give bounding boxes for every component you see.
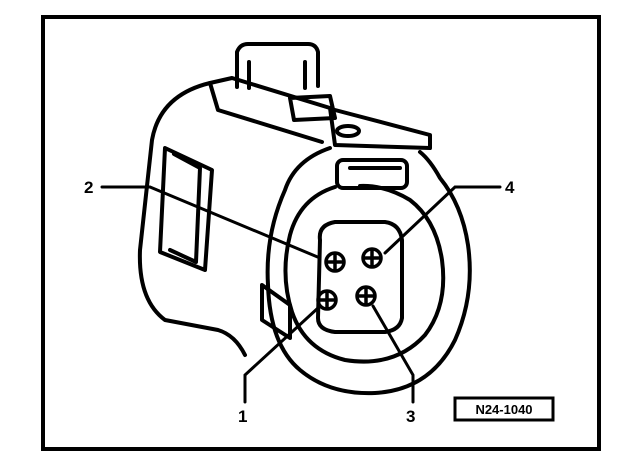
callout-4: 4 (505, 178, 515, 197)
pin-2 (324, 251, 346, 273)
front-face (265, 146, 472, 396)
callout-2: 2 (84, 178, 93, 197)
pin-3 (355, 285, 377, 307)
leader-1 (243, 306, 320, 404)
callout-1: 1 (238, 407, 247, 426)
body-outline (137, 81, 247, 357)
pin-4 (361, 247, 383, 269)
callout-3: 3 (406, 407, 415, 426)
leader-lines (100, 185, 502, 404)
top-slot (288, 94, 337, 122)
leader-2 (100, 185, 322, 260)
reference-code-box (453, 396, 555, 422)
pin-1 (316, 289, 338, 311)
latch-tab (235, 42, 320, 89)
leader-3 (371, 304, 415, 404)
figure-frame (41, 15, 601, 451)
top-ridge (208, 76, 432, 150)
front-inner-ring (283, 183, 446, 364)
front-top-opening (335, 158, 409, 190)
pins (316, 247, 383, 311)
pin-cavity (316, 220, 404, 334)
reference-code: N24-1040 (475, 402, 532, 417)
side-latch (158, 146, 214, 272)
leader-4 (383, 185, 502, 255)
